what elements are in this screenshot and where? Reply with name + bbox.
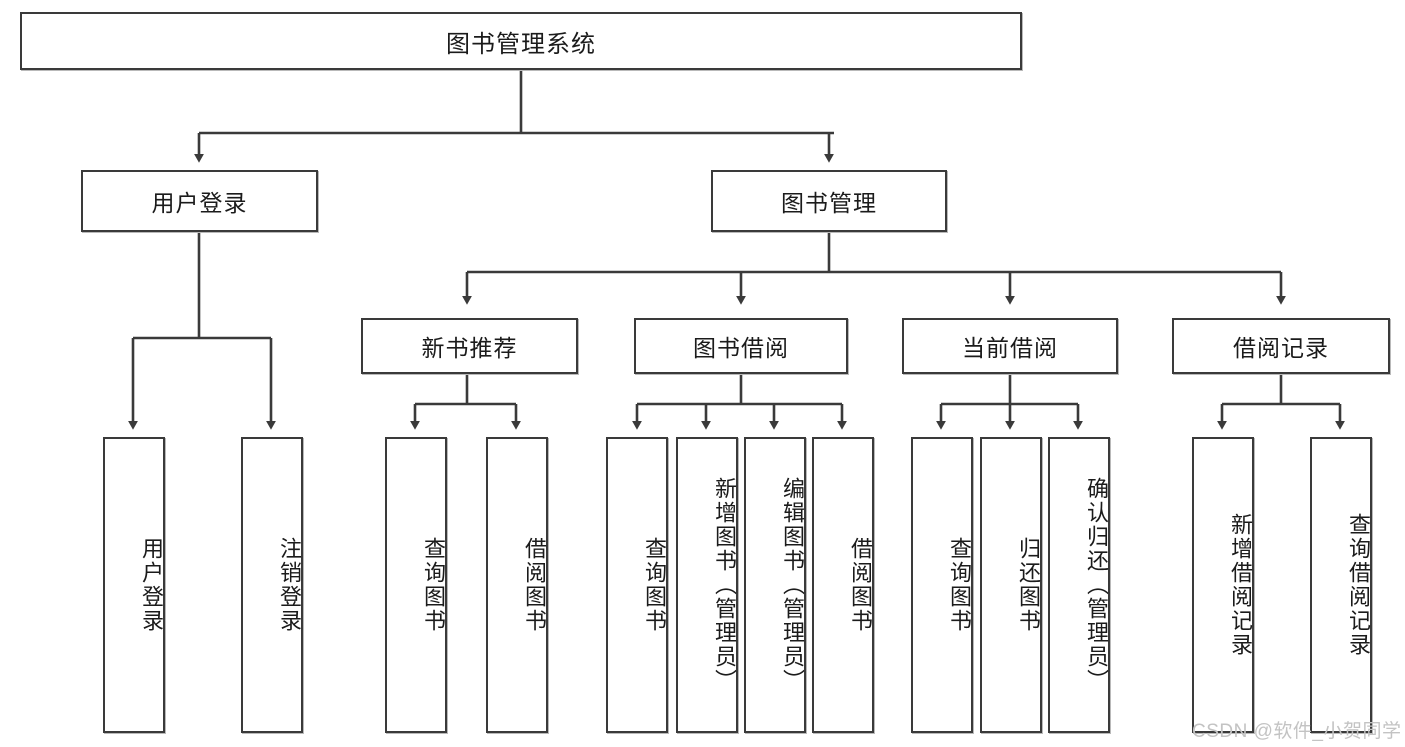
- node-label: 借阅图书: [848, 537, 873, 633]
- node-label: 图书借阅: [693, 335, 789, 361]
- node-label: 查询图书: [421, 537, 446, 633]
- node-label: 查询图书: [947, 537, 972, 633]
- leaf-new-book-borrow-book[interactable]: 借阅图书: [486, 437, 548, 733]
- leaf-book-borrow-edit-book-admin[interactable]: 编辑图书（管理员）: [744, 437, 806, 733]
- node-label: 用户登录: [139, 537, 164, 633]
- node-label: 注销登录: [277, 537, 302, 633]
- leaf-book-borrow-query-book[interactable]: 查询图书: [606, 437, 668, 733]
- leaf-user-login-logout[interactable]: 注销登录: [241, 437, 303, 733]
- node-label: 新增图书（管理员）: [712, 477, 737, 693]
- watermark-text: CSDN @软件_小贺同学: [1192, 721, 1402, 742]
- leaf-borrow-record-query-record[interactable]: 查询借阅记录: [1310, 437, 1372, 733]
- node-label: 当前借阅: [962, 335, 1058, 361]
- leaf-current-borrow-return-book[interactable]: 归还图书: [980, 437, 1042, 733]
- leaf-new-book-query-book[interactable]: 查询图书: [385, 437, 447, 733]
- node-label: 用户登录: [151, 190, 248, 216]
- csdn-watermark: CSDN @软件_小贺同学: [1192, 716, 1401, 743]
- leaf-current-borrow-query-book[interactable]: 查询图书: [911, 437, 973, 733]
- leaf-borrow-record-add-record[interactable]: 新增借阅记录: [1192, 437, 1254, 733]
- node-label: 查询借阅记录: [1346, 513, 1371, 657]
- node-user-login[interactable]: 用户登录: [81, 170, 318, 232]
- node-borrow-record[interactable]: 借阅记录: [1172, 318, 1390, 374]
- leaf-current-borrow-confirm-return-admin[interactable]: 确认归还（管理员）: [1048, 437, 1110, 733]
- node-root-book-management-system[interactable]: 图书管理系统: [20, 12, 1022, 70]
- node-book-borrow[interactable]: 图书借阅: [634, 318, 848, 374]
- node-label: 确认归还（管理员）: [1084, 477, 1109, 693]
- node-label: 图书管理系统: [446, 30, 596, 58]
- leaf-book-borrow-add-book-admin[interactable]: 新增图书（管理员）: [676, 437, 738, 733]
- leaf-user-login-login[interactable]: 用户登录: [103, 437, 165, 733]
- node-new-book-recommend[interactable]: 新书推荐: [361, 318, 578, 374]
- node-label: 借阅图书: [522, 537, 547, 633]
- node-label: 图书管理: [781, 190, 877, 216]
- node-label: 新书推荐: [421, 335, 518, 361]
- node-label: 新增借阅记录: [1228, 513, 1253, 657]
- node-current-borrow[interactable]: 当前借阅: [902, 318, 1118, 374]
- node-label: 编辑图书（管理员）: [780, 477, 805, 693]
- node-label: 归还图书: [1016, 537, 1041, 633]
- node-book-management[interactable]: 图书管理: [711, 170, 947, 232]
- leaf-book-borrow-borrow-book[interactable]: 借阅图书: [812, 437, 874, 733]
- node-label: 借阅记录: [1233, 335, 1329, 361]
- node-label: 查询图书: [642, 537, 667, 633]
